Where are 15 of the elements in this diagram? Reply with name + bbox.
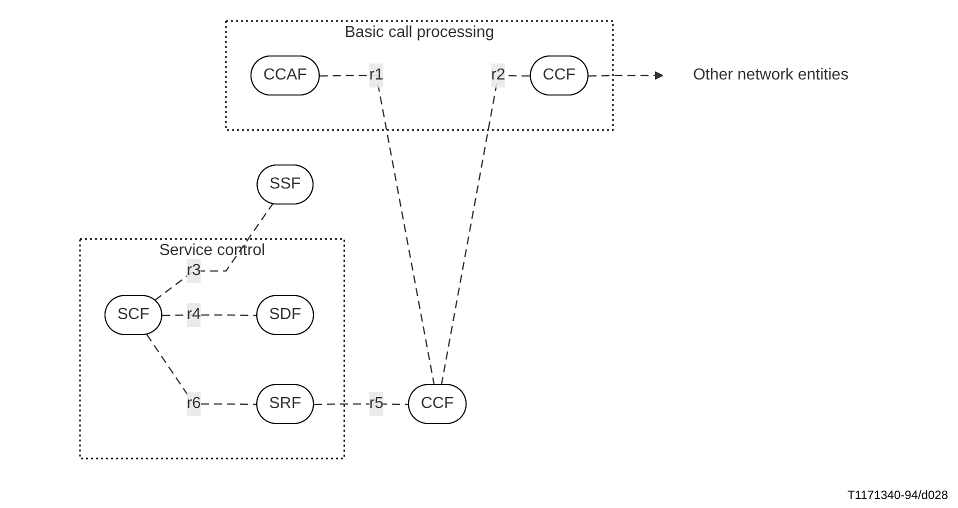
connector [146, 334, 257, 406]
edge-label: r6 [186, 395, 201, 412]
connector [440, 75, 531, 386]
figure-code: T1171340-94/d028 [847, 488, 948, 502]
node-text: Other network entities [692, 66, 848, 84]
connector [162, 314, 257, 316]
edge-label: r1 [368, 66, 384, 84]
edge-label: r3 [186, 262, 201, 280]
edge-label: r5 [368, 395, 384, 412]
edge-label: r2 [490, 66, 506, 84]
arrow [588, 71, 664, 80]
connector [319, 75, 435, 386]
connector [154, 204, 273, 301]
edge-label: r4 [186, 306, 201, 324]
connector [314, 404, 409, 406]
